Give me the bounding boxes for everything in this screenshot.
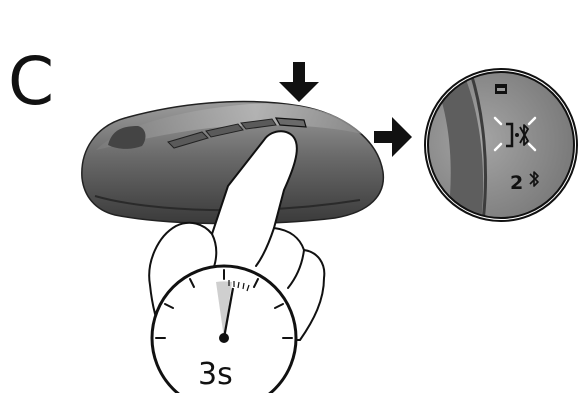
- press-down-arrow-icon: [279, 62, 319, 102]
- zoom-callout: 2: [424, 68, 578, 222]
- bluetooth-icon: [529, 171, 539, 187]
- mouse-illustration: [81, 100, 385, 225]
- receiver-icon: [495, 84, 507, 94]
- easy-switch-button: [274, 117, 307, 128]
- step-letter: C: [8, 43, 54, 120]
- channel-number: 2: [510, 172, 523, 194]
- timer-fine-ticks: [228, 280, 250, 292]
- timer-hand: [222, 287, 235, 339]
- timer-label: 3s: [198, 357, 233, 392]
- timer-hub: [219, 333, 229, 343]
- timer: 3s: [150, 264, 298, 393]
- timer-ticks: [155, 269, 293, 339]
- result-right-arrow-icon: [374, 117, 412, 157]
- side-buttons: [167, 117, 307, 149]
- bluetooth-pairing-icon: [493, 116, 537, 152]
- elapsed-sector: [216, 281, 232, 338]
